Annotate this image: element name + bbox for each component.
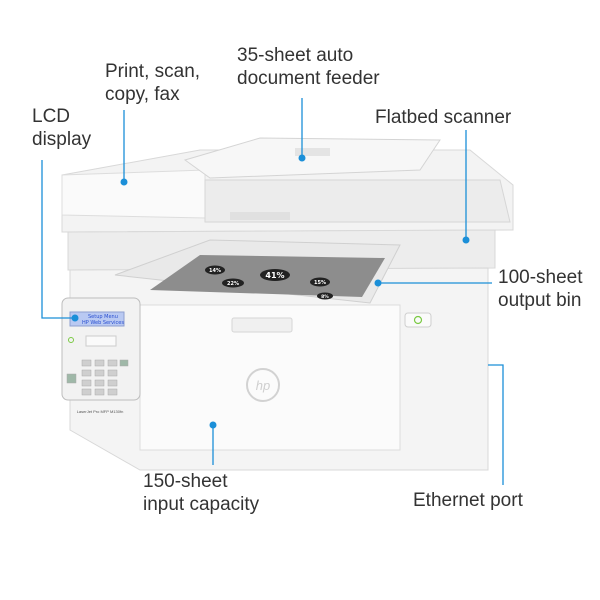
callout-dots <box>71 154 470 429</box>
keypad[interactable] <box>66 359 129 396</box>
control-panel: Setup Menu HP Web Services LaserJet Pro … <box>61 297 141 414</box>
hp-logo: hp <box>256 378 270 393</box>
callout-output-line2: output bin <box>498 290 582 311</box>
model-label: LaserJet Pro MFP M130fn <box>77 409 124 414</box>
paper-percentage: 41% <box>265 271 284 280</box>
pct-bubble <box>205 265 225 275</box>
pct-bubble <box>310 277 330 287</box>
callout-lcd-line2: display <box>32 129 92 150</box>
callout-ethernet-line1: Ethernet port <box>413 490 523 511</box>
lcd-screen <box>69 311 125 327</box>
callout-adf-line1: 35-sheet auto <box>237 45 354 66</box>
callout-functions: Print, scan, copy, fax <box>105 60 200 106</box>
callout-input: 150-sheet input capacity <box>143 470 259 516</box>
callout-adf: 35-sheet auto document feeder <box>237 44 380 90</box>
callout-output: 100-sheet output bin <box>498 266 583 312</box>
pct-bubble <box>260 269 290 281</box>
callout-adf-line2: document feeder <box>237 68 380 89</box>
callout-lines <box>41 98 504 485</box>
callout-scanner-line1: Flatbed scanner <box>375 107 512 128</box>
callout-lcd: LCD display <box>32 105 91 151</box>
paper-percentage: 14% <box>209 268 221 274</box>
lcd-line-2: HP Web Services <box>82 320 124 326</box>
document-feeder-tray <box>183 137 441 179</box>
callout-input-line2: input capacity <box>143 494 260 515</box>
lcd-line-1: Setup Menu <box>88 314 118 320</box>
callout-output-line1: 100-sheet <box>498 267 583 288</box>
pct-bubble <box>222 278 244 288</box>
callout-ethernet: Ethernet port <box>413 489 523 512</box>
callout-lcd-line1: LCD <box>32 106 71 127</box>
paper-percentage: 8% <box>321 294 329 300</box>
paper-percentage: 22% <box>227 281 239 287</box>
paper-percentage: 15% <box>314 280 326 286</box>
callout-input-line1: 150-sheet <box>143 471 228 492</box>
output-paper: 14% 41% 22% 15% 8% <box>114 239 401 304</box>
callout-functions-line2: copy, fax <box>105 84 180 105</box>
callout-functions-line1: Print, scan, <box>105 61 201 82</box>
callout-scanner: Flatbed scanner <box>375 106 511 129</box>
pct-bubble <box>317 292 333 300</box>
